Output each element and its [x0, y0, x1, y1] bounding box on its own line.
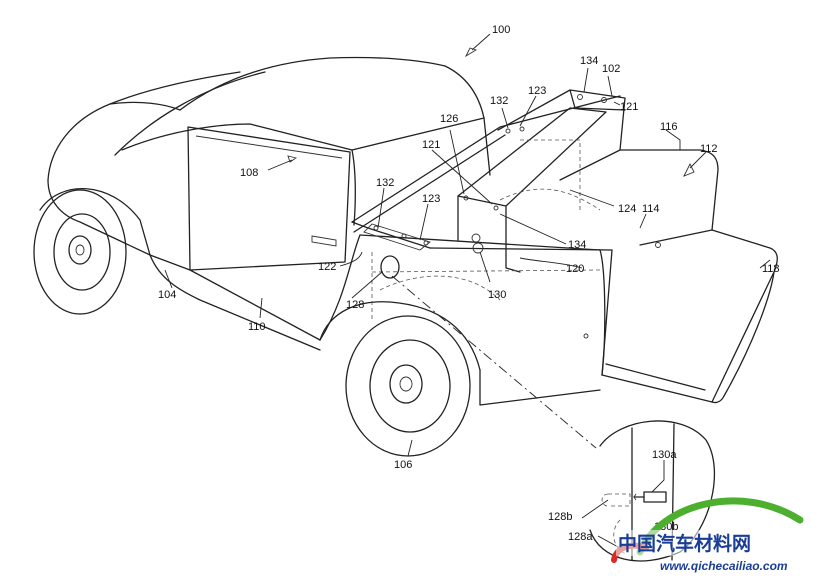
label-108: 108 — [240, 167, 258, 179]
label-130a: 130a — [652, 449, 677, 461]
label-122: 122 — [318, 261, 336, 273]
label-104: 104 — [158, 289, 176, 301]
label-116: 116 — [660, 121, 678, 133]
reference-labels: 100 102 134 132 123 121 116 112 126 121 … — [158, 24, 780, 543]
label-106: 106 — [394, 459, 412, 471]
label-126: 126 — [440, 113, 458, 125]
label-118: 118 — [762, 263, 780, 275]
watermark-logo: 中国汽车材料网 www.qichecailiao.com — [611, 497, 816, 573]
watermark-url: www.qichecailiao.com — [660, 559, 788, 573]
label-123-bottom: 123 — [422, 193, 440, 205]
watermark-text: 中国汽车材料网 — [618, 532, 751, 555]
label-114: 114 — [642, 203, 660, 215]
label-134-bottom: 134 — [568, 239, 586, 251]
label-110: 110 — [248, 321, 266, 333]
label-128a: 128a — [568, 531, 593, 543]
leader-lines — [164, 33, 771, 549]
label-132-bottom: 132 — [376, 177, 394, 189]
label-100: 100 — [492, 24, 510, 36]
label-124: 124 — [618, 203, 636, 215]
label-123-top: 123 — [528, 85, 546, 97]
label-102: 102 — [602, 63, 620, 75]
label-134-top: 134 — [580, 55, 598, 67]
label-128b: 128b — [548, 511, 572, 523]
label-112: 112 — [700, 143, 718, 155]
label-121-left: 121 — [422, 139, 440, 151]
truck-drawing — [33, 56, 778, 457]
label-132-top: 132 — [490, 95, 508, 107]
label-128: 128 — [346, 299, 364, 311]
label-130: 130 — [488, 289, 506, 301]
label-120: 120 — [566, 263, 584, 275]
label-121-right: 121 — [620, 101, 638, 113]
